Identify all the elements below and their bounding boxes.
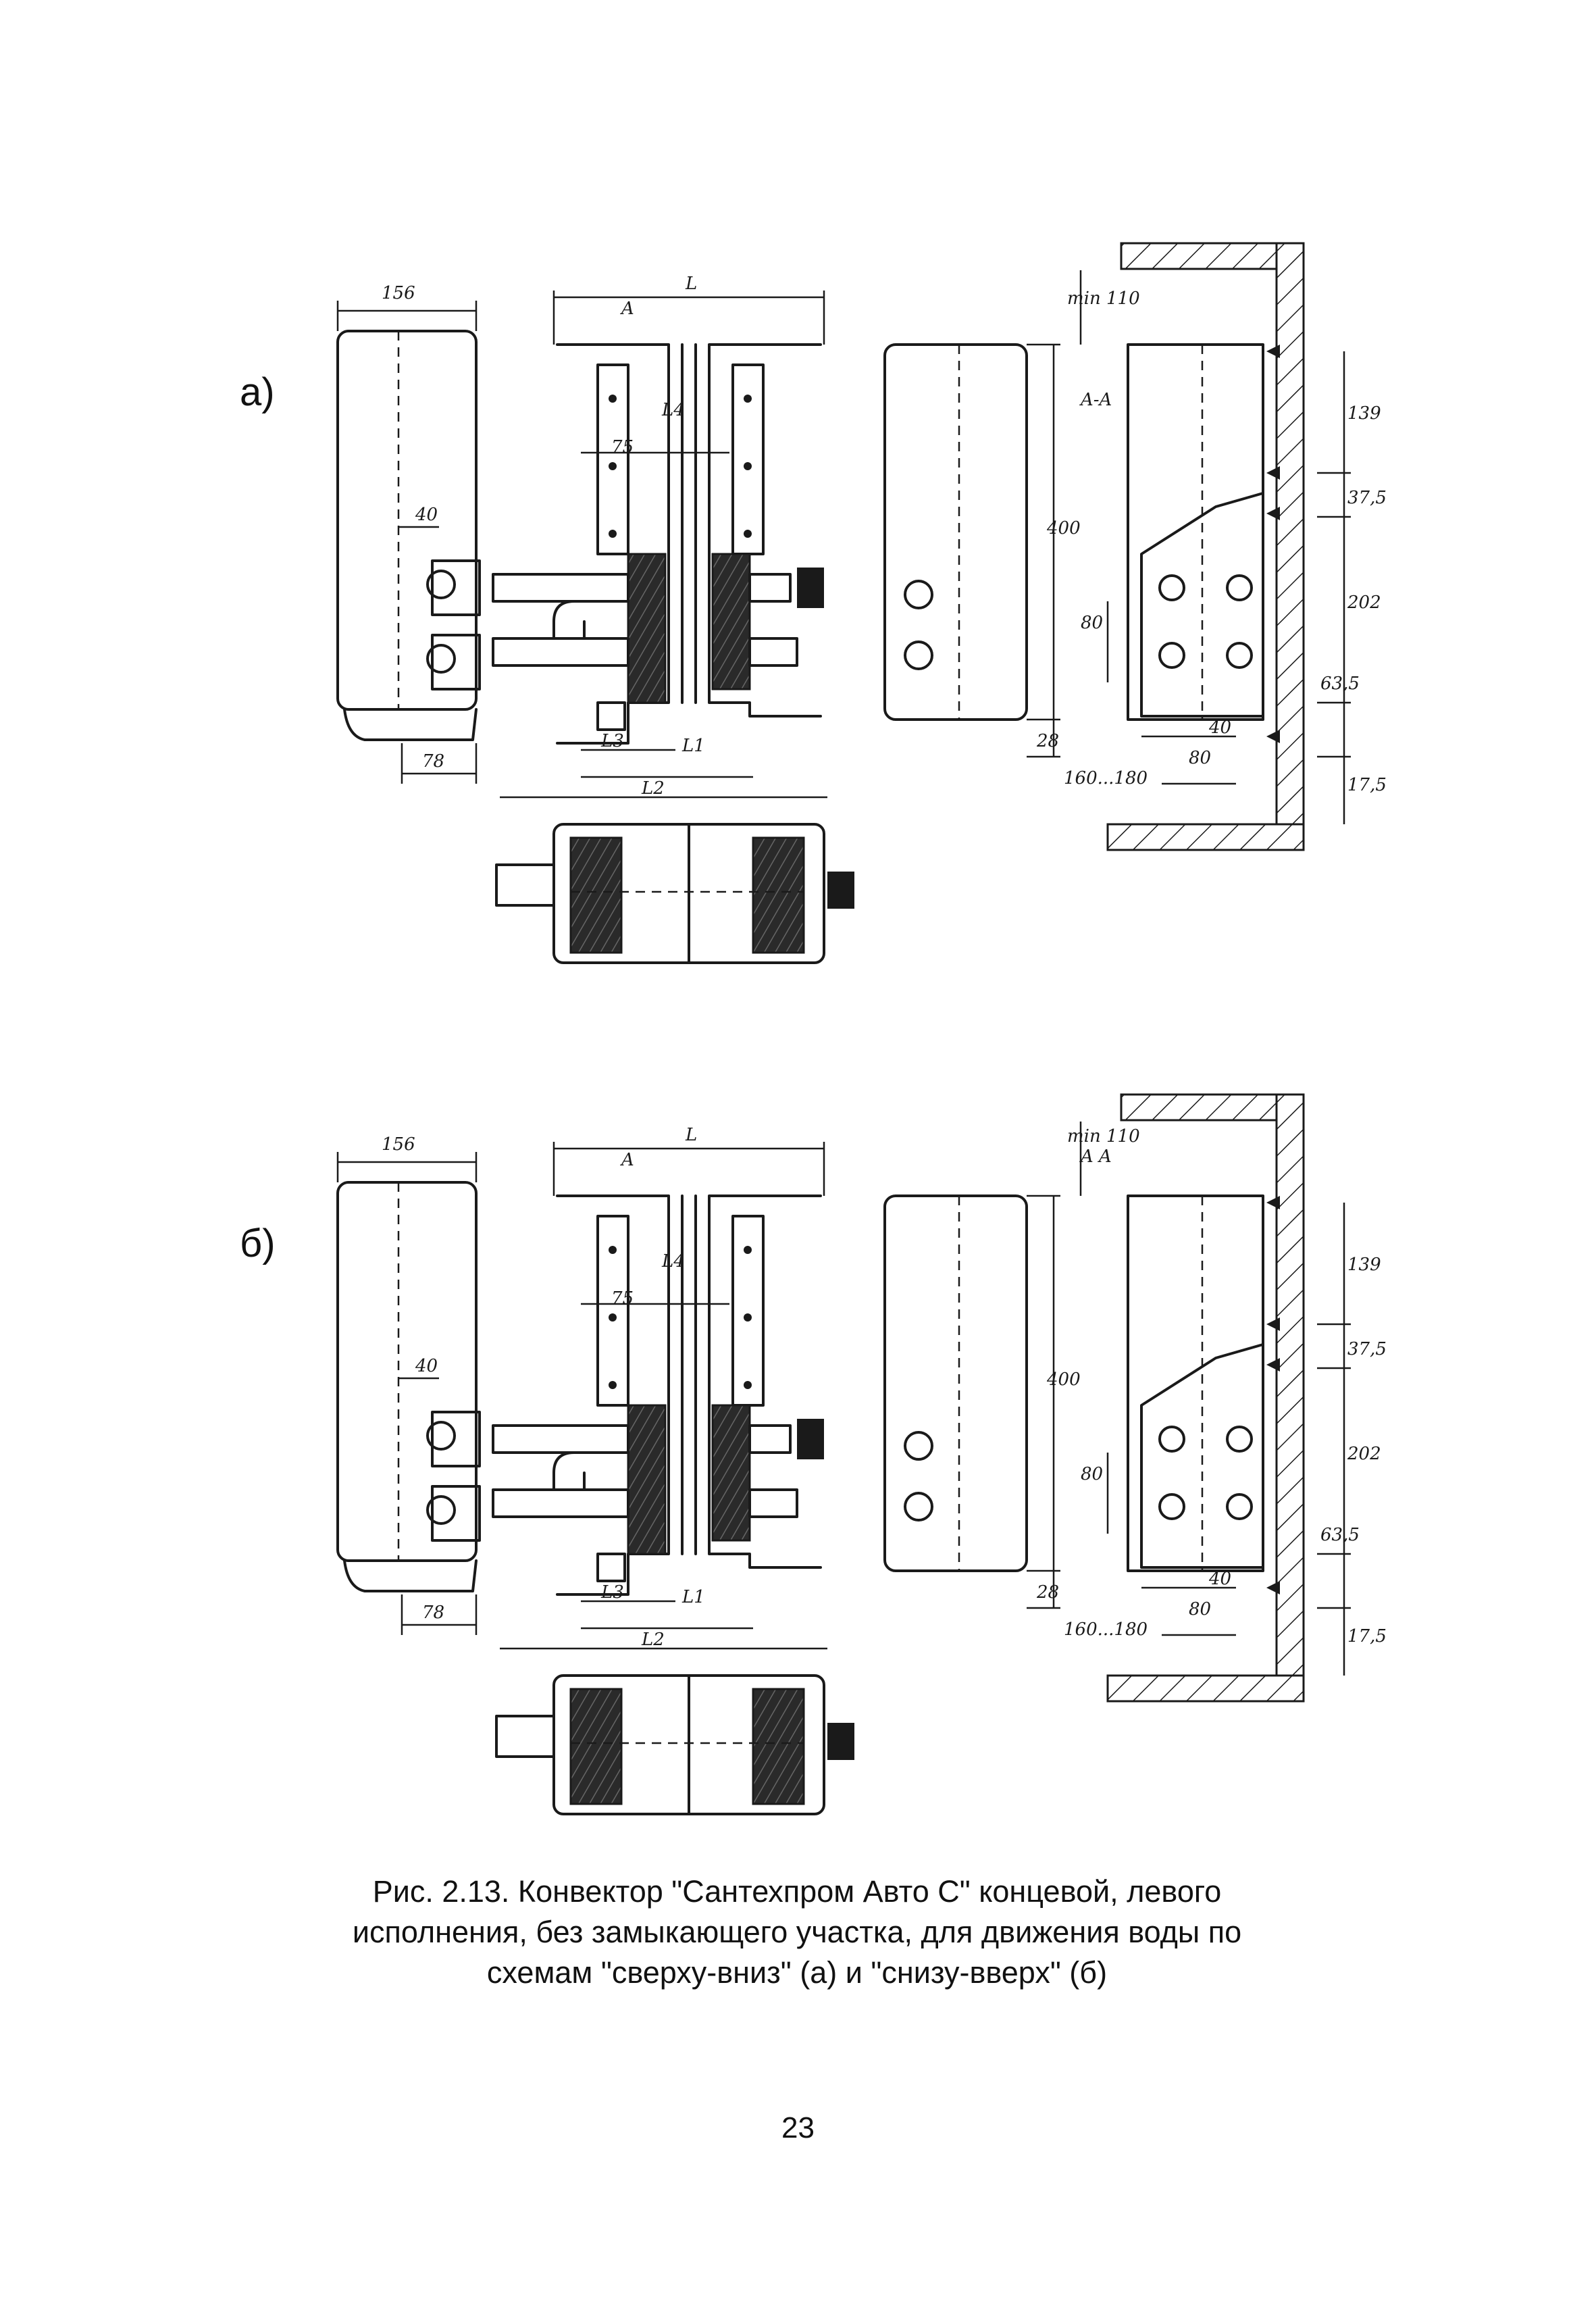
dim-height-400: 400 <box>1046 1369 1081 1390</box>
dim-bracket-37-5: 37,5 <box>1347 488 1387 508</box>
dim-offset-40: 40 <box>415 505 438 525</box>
dim-section-title: A A <box>1079 1147 1112 1167</box>
dim-pitch-75: 75 <box>611 437 634 457</box>
dim-floor-gap: 160...180 <box>1064 768 1148 788</box>
dim-bracket-63-5: 63,5 <box>1320 674 1360 694</box>
dim-base-28: 28 <box>1036 1582 1059 1603</box>
dim-bracket-17-5: 17,5 <box>1347 1626 1387 1646</box>
dim-plate-80: 80 <box>1189 748 1211 768</box>
panel-b-label: б) <box>240 1222 276 1265</box>
dim-bracket-139: 139 <box>1347 1255 1381 1275</box>
dim-min-110: min 110 <box>1067 288 1140 309</box>
dim-depth: 156 <box>382 1134 415 1155</box>
dim-depth: 156 <box>382 283 415 303</box>
dim-l2: L2 <box>641 1630 665 1650</box>
dim-l3: L3 <box>600 731 624 751</box>
dim-base-28: 28 <box>1036 731 1059 751</box>
dim-bracket-37-5: 37,5 <box>1347 1339 1387 1359</box>
dim-plate-40: 40 <box>1208 1569 1231 1589</box>
dim-l3: L3 <box>600 1582 624 1603</box>
dim-offset-40: 40 <box>415 1356 438 1376</box>
caption-line-1: Рис. 2.13. Конвектор "Сантехпром Авто С"… <box>372 1874 1222 1909</box>
dim-height-400: 400 <box>1046 518 1081 538</box>
dim-l4: L4 <box>661 1251 685 1272</box>
dim-l1: L1 <box>681 1587 705 1607</box>
dim-bracket-202: 202 <box>1347 593 1381 613</box>
caption-line-2: исполнения, без замыкающего участка, для… <box>352 1915 1242 1949</box>
dim-min-110: min 110 <box>1067 1126 1140 1147</box>
dim-bracket-139: 139 <box>1347 403 1381 424</box>
dim-l4: L4 <box>661 400 685 420</box>
dim-bracket-63-5: 63,5 <box>1320 1525 1360 1545</box>
dim-bracket-17-5: 17,5 <box>1347 775 1387 795</box>
dim-side-78: 78 <box>422 751 444 772</box>
panel-a: а) 156 L A L4 75 40 78 L3 L1 L2 A-A 400 … <box>240 242 1387 964</box>
dim-l2: L2 <box>641 778 665 799</box>
dim-length: L <box>685 274 697 294</box>
panel-b: б) 156 L A L4 75 40 78 L3 L1 L2 A A 400 … <box>240 1093 1387 1815</box>
panel-a-label: а) <box>240 370 275 414</box>
dim-bracket-202: 202 <box>1347 1444 1381 1464</box>
dim-section-a: A <box>620 1150 634 1170</box>
caption-line-3: схемам "сверху-вниз" (а) и "снизу-вверх"… <box>486 1955 1108 1990</box>
dim-spacing-80: 80 <box>1081 1464 1103 1484</box>
dim-plate-40: 40 <box>1208 718 1231 738</box>
dim-section-a: A <box>620 299 634 319</box>
dim-section-title: A-A <box>1079 390 1112 410</box>
dim-floor-gap: 160...180 <box>1064 1619 1148 1640</box>
dim-plate-80: 80 <box>1189 1599 1211 1619</box>
dim-spacing-80: 80 <box>1081 613 1103 633</box>
figure-caption: Рис. 2.13. Конвектор "Сантехпром Авто С"… <box>203 1871 1391 1993</box>
dim-l1: L1 <box>681 736 705 756</box>
dim-pitch-75: 75 <box>611 1288 634 1309</box>
dim-side-78: 78 <box>422 1603 444 1623</box>
page-number: 23 <box>781 2111 815 2144</box>
dim-length: L <box>685 1125 697 1145</box>
